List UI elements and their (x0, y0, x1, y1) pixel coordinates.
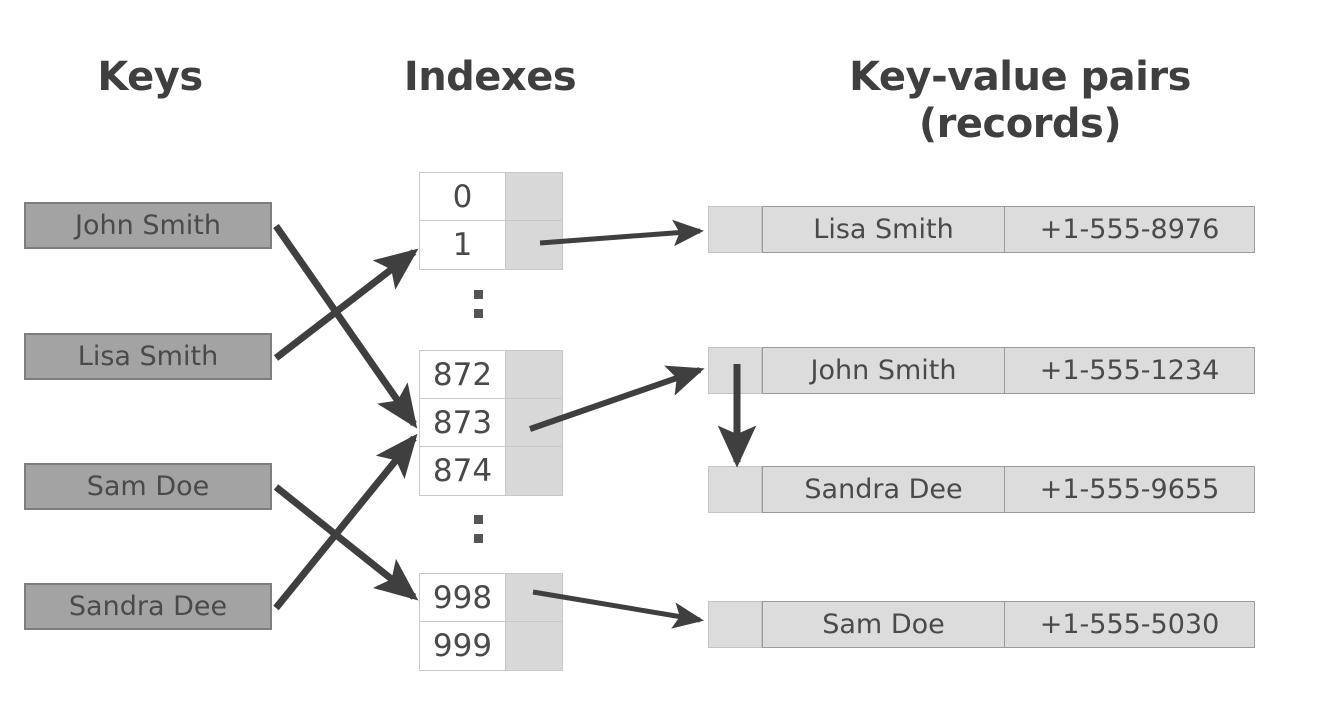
arrow-lisa-smith-to-1 (273, 248, 419, 361)
index-slot-872[interactable] (506, 351, 562, 398)
index-row-1[interactable]: 1 (420, 221, 562, 269)
index-block-bottom: 998 999 (419, 573, 563, 671)
column-title-keys: Keys (97, 54, 203, 100)
index-slot-873[interactable] (506, 399, 562, 446)
vertical-ellipsis-icon-bottom (474, 515, 484, 543)
index-block-top: 0 1 (419, 172, 563, 270)
record-phone-sam-doe: +1-555-5030 (1005, 601, 1255, 648)
record-pointer-cell-sam-doe[interactable] (708, 601, 762, 648)
index-row-873[interactable]: 873 (420, 399, 562, 447)
key-box-sandra-dee[interactable]: Sandra Dee (24, 583, 272, 630)
key-box-john-smith[interactable]: John Smith (24, 202, 272, 249)
column-title-key-value-pairs: Key-value pairs (records) (849, 54, 1191, 148)
index-number-874: 874 (420, 447, 506, 495)
index-row-0[interactable]: 0 (420, 173, 562, 221)
record-phone-lisa-smith: +1-555-8976 (1005, 206, 1255, 253)
record-row-lisa-smith[interactable]: Lisa Smith +1-555-8976 (708, 206, 1255, 253)
record-pointer-cell-sandra-dee[interactable] (708, 466, 762, 513)
record-phone-sandra-dee: +1-555-9655 (1005, 466, 1255, 513)
index-row-874[interactable]: 874 (420, 447, 562, 495)
index-number-998: 998 (420, 574, 506, 621)
index-slot-0[interactable] (506, 173, 562, 220)
record-row-sandra-dee[interactable]: Sandra Dee +1-555-9655 (708, 466, 1255, 513)
index-block-middle: 872 873 874 (419, 350, 563, 496)
index-row-998[interactable]: 998 (420, 574, 562, 622)
index-slot-874[interactable] (506, 447, 562, 495)
vertical-ellipsis-icon-top (474, 290, 484, 318)
index-row-872[interactable]: 872 (420, 351, 562, 399)
index-number-0: 0 (420, 173, 506, 220)
record-name-john-smith: John Smith (762, 347, 1005, 394)
index-slot-999[interactable] (506, 622, 562, 670)
arrow-john-smith-to-873 (273, 223, 418, 429)
record-row-sam-doe[interactable]: Sam Doe +1-555-5030 (708, 601, 1255, 648)
index-number-1: 1 (420, 221, 506, 269)
record-name-lisa-smith: Lisa Smith (762, 206, 1005, 253)
index-slot-998[interactable] (506, 574, 562, 621)
key-box-lisa-smith[interactable]: Lisa Smith (24, 333, 272, 380)
record-name-sandra-dee: Sandra Dee (762, 466, 1005, 513)
key-box-sam-doe[interactable]: Sam Doe (24, 463, 272, 510)
arrow-1-to-lisa-smith-record (539, 219, 704, 247)
column-title-indexes: Indexes (403, 54, 577, 100)
record-phone-john-smith: +1-555-1234 (1005, 347, 1255, 394)
record-pointer-cell-lisa-smith[interactable] (708, 206, 762, 253)
index-number-872: 872 (420, 351, 506, 398)
arrow-sam-doe-to-998 (273, 484, 419, 601)
record-pointer-cell-john-smith[interactable] (708, 347, 762, 394)
index-slot-1[interactable] (506, 221, 562, 269)
index-row-999[interactable]: 999 (420, 622, 562, 670)
index-number-999: 999 (420, 622, 506, 670)
index-number-873: 873 (420, 399, 506, 446)
arrow-sandra-dee-to-873 (273, 433, 418, 611)
record-row-john-smith[interactable]: John Smith +1-555-1234 (708, 347, 1255, 394)
record-name-sam-doe: Sam Doe (762, 601, 1005, 648)
